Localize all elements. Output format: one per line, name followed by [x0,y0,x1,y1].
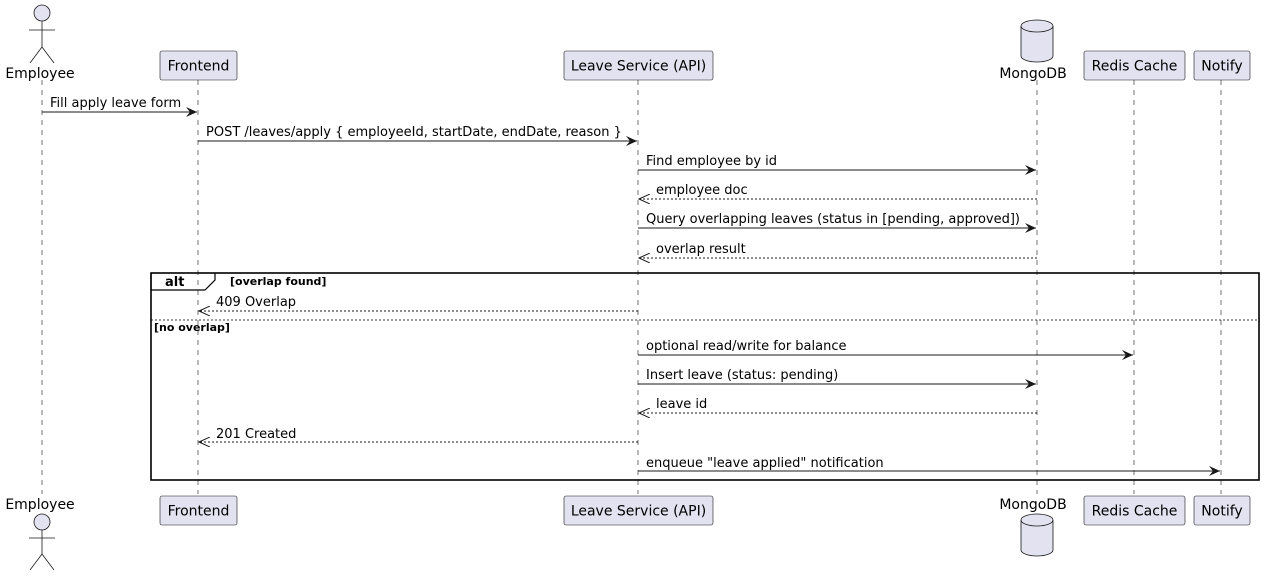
message-5: Query overlapping leaves (status in [pen… [638,212,1036,233]
actor-icon [29,4,55,64]
message-label: employee doc [656,183,748,198]
message-10: leave id [639,397,1037,413]
message-label: enqueue "leave applied" notification [646,456,884,471]
alt-else-guard: [no overlap] [154,321,230,334]
participant-label: Frontend [168,504,230,520]
message-12: enqueue "leave applied" notification [638,456,1220,476]
alt-keyword: alt [165,275,184,290]
alt-guard: [overlap found] [230,275,326,288]
message-label: Find employee by id [646,154,777,169]
participant-frontend-top: Frontend [159,50,238,81]
participant-label: Leave Service (API) [571,59,706,75]
database-icon [1020,19,1054,63]
participant-redis-top: Redis Cache [1083,50,1186,81]
actor-employee-bottom: Employee [5,497,75,571]
message-9: Insert leave (status: pending) [638,368,1036,389]
participant-notify-top: Notify [1193,50,1251,81]
message-label: Insert leave (status: pending) [646,368,838,383]
message-label: 201 Created [216,427,296,442]
message-4: employee doc [639,183,1037,199]
message-label: leave id [656,397,707,412]
participant-label: Notify [1201,504,1242,520]
database-label: MongoDB [999,497,1066,513]
participant-label: Frontend [168,59,230,75]
participant-leave-service-top: Leave Service (API) [563,50,714,81]
actor-label: Employee [5,66,74,82]
message-2: POST /leaves/apply { employeeId, startDa… [198,125,637,146]
alt-frame-border [150,272,1260,481]
message-label: optional read/write for balance [646,339,846,354]
participant-label: Leave Service (API) [571,504,706,520]
message-label: overlap result [656,242,746,257]
participant-label: Notify [1201,59,1242,75]
database-label: MongoDB [999,66,1066,82]
message-label: Query overlapping leaves (status in [pen… [646,212,1020,227]
message-8: optional read/write for balance [638,339,1133,360]
participant-frontend-bottom: Frontend [159,495,238,526]
message-label: 409 Overlap [216,295,296,310]
message-7: 409 Overlap [199,295,638,311]
participant-leave-service-bottom: Leave Service (API) [563,495,714,526]
message-11: 201 Created [199,427,638,442]
actor-label: Employee [5,497,74,513]
participant-redis-bottom: Redis Cache [1083,495,1186,526]
participant-notify-bottom: Notify [1193,495,1251,526]
message-1: Fill apply leave form [42,96,197,117]
alt-fragment: alt [overlap found] [no overlap] [150,272,1260,481]
alt-frame-tab [150,273,216,291]
database-mongodb-top: MongoDB [999,19,1067,82]
participant-label: Redis Cache [1092,59,1178,75]
database-mongodb-bottom: MongoDB [999,497,1067,557]
message-label: POST /leaves/apply { employeeId, startDa… [206,125,622,140]
message-3: Find employee by id [638,154,1036,175]
participant-label: Redis Cache [1092,504,1178,520]
message-label: Fill apply leave form [50,96,181,111]
actor-icon [29,513,55,571]
actor-employee-top: Employee [5,4,75,82]
database-icon [1020,513,1054,557]
message-6: overlap result [639,242,1037,258]
